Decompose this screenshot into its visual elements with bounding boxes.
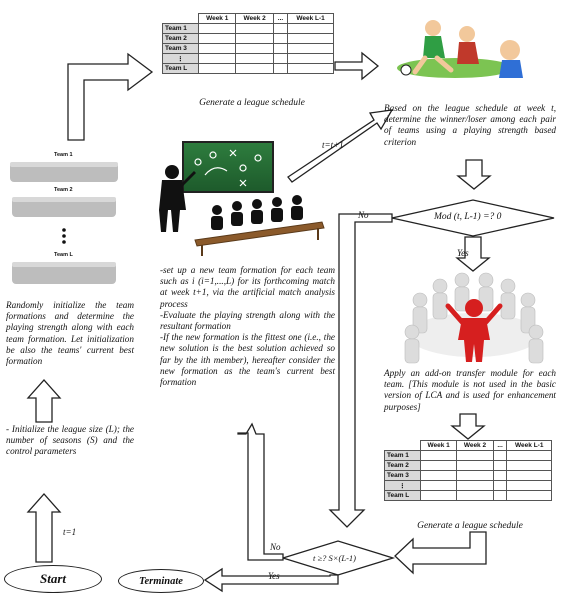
row-header: ⋮ [162, 53, 199, 64]
text-random-init: Randomly initialize the team formations … [6, 300, 134, 367]
row-header: Team 1 [384, 450, 421, 461]
arrow-init-up [26, 379, 62, 423]
arrow-yes-to-transfer [455, 236, 491, 272]
label-yes-mid: Yes [457, 248, 469, 258]
label-t-one: t=1 [63, 527, 77, 537]
row-header: Team 2 [384, 460, 421, 471]
crowd-label-team-l: Team L [54, 252, 73, 258]
crowd-label-team-1: Team 1 [54, 152, 73, 158]
row-header: Team 3 [384, 470, 421, 481]
arrow-schedule-to-season [394, 531, 487, 575]
team-crowds-illustration [10, 162, 118, 284]
row-header: Team 3 [162, 43, 199, 54]
arrow-season-no-loop [237, 422, 284, 561]
arrow-transfer-to-schedule [450, 413, 486, 440]
crowd-team-2 [12, 197, 116, 217]
decision-diamond-season [280, 540, 396, 576]
arrow-match-to-decision [456, 159, 492, 190]
col-header: Week 1 [197, 13, 237, 24]
row-header: Team L [162, 63, 199, 74]
caption-schedule-bottom: Generate a league schedule [417, 521, 523, 531]
text-league-init: - Initialize the league size (L); the nu… [6, 424, 134, 457]
arrow-schedule-to-match [334, 51, 380, 81]
col-header: ... [492, 440, 508, 451]
col-header: ... [272, 13, 289, 24]
col-header: Week 2 [456, 440, 494, 451]
crowd-team-l [12, 262, 116, 284]
coach-chalkboard-illustration [159, 141, 325, 256]
terminate-node: Terminate [118, 569, 204, 593]
arrow-season-yes-terminate [203, 567, 339, 593]
row-header: Team 1 [162, 23, 199, 34]
label-decision-season: t ≥? S×(L-1) [313, 553, 356, 563]
row-header: ⋮ [384, 480, 421, 491]
arrow-t-increment [287, 109, 394, 183]
decision-diamond-mod [391, 199, 555, 237]
caption-schedule-top: Generate a league schedule [199, 98, 305, 108]
text-transfer: Apply an add-on transfer module for each… [384, 368, 556, 412]
crowd-label-team-2: Team 2 [54, 187, 73, 193]
col-header: Week L-1 [287, 13, 334, 24]
team-circle-illustration [404, 272, 544, 364]
text-winner-loser: Based on the league schedule at week t, … [384, 103, 556, 147]
label-decision-mod: Mod (t, L-1) =? 0 [434, 212, 502, 222]
row-header: Team 2 [162, 33, 199, 44]
soccer-players-illustration [397, 20, 523, 78]
label-no-bottom: No [270, 542, 281, 552]
arrow-start-up [26, 493, 62, 563]
col-header: Week L-1 [506, 440, 552, 451]
start-node: Start [4, 565, 102, 593]
arrow-init-to-schedule [67, 52, 154, 141]
label-no-top: No [358, 210, 369, 220]
label-t-increment: t=t+1 [322, 140, 344, 150]
schedule-table-bottom: Week 1 Week 2 ... Week L-1 Team 1 Team 2… [384, 440, 552, 501]
label-yes-bottom: Yes [268, 571, 280, 581]
schedule-table-top: Week 1 Week 2 ... Week L-1 Team 1 Team 2… [162, 13, 334, 74]
players-audience [211, 195, 303, 230]
crowd-team-1 [10, 162, 118, 182]
row-header: Team L [384, 490, 421, 501]
col-header: Week 1 [419, 440, 458, 451]
text-team-formation: -set up a new team formation for each te… [160, 265, 335, 388]
col-header: Week 2 [235, 13, 274, 24]
arrow-no-to-season-check [328, 213, 393, 528]
